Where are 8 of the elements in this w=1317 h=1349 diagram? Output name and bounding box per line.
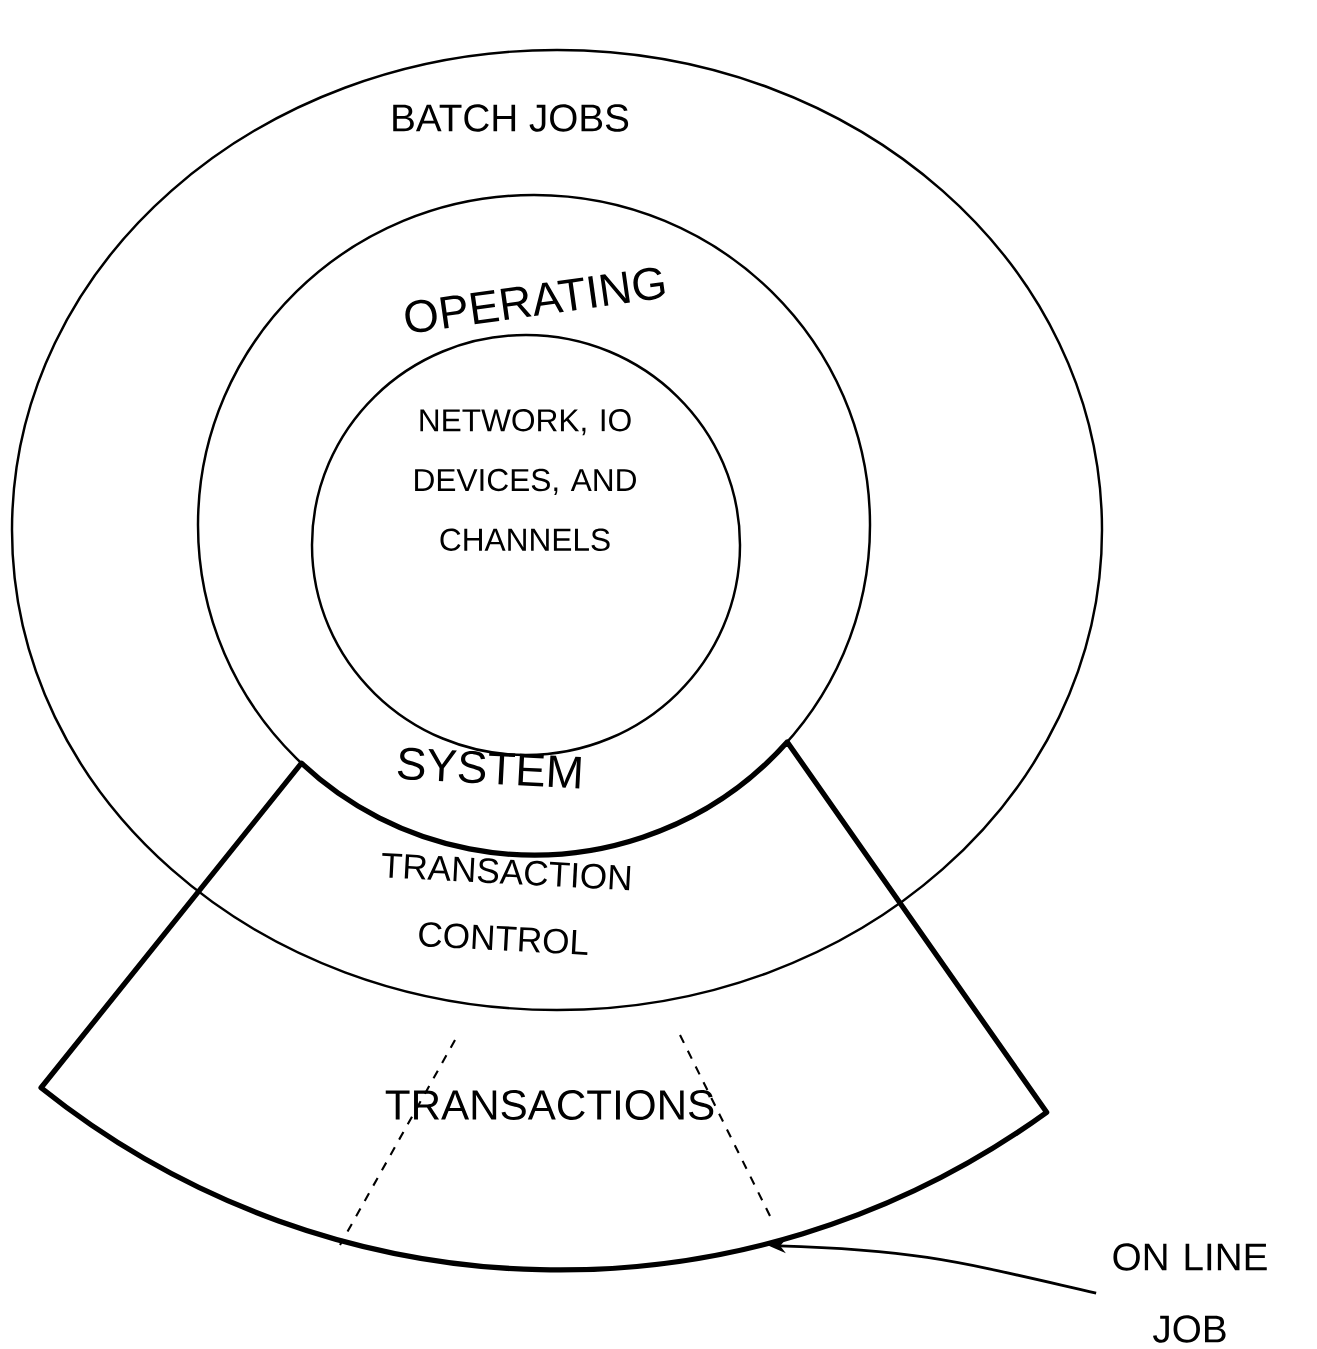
callout-text: ON LINE JOB bbox=[1113, 1243, 1267, 1343]
ring-label: OPERATING bbox=[405, 267, 665, 333]
core-label: NETWORK, IO DEVICES, AND CHANNELS bbox=[415, 409, 636, 551]
region-label: TRANSACTION CONTROL bbox=[382, 853, 631, 955]
ring-circle bbox=[10, 48, 1104, 1012]
region-label: TRANSACTIONS bbox=[385, 1090, 714, 1120]
ring-label: BATCH JOBS bbox=[393, 104, 629, 132]
ring-label: SYSTEM bbox=[397, 747, 581, 789]
